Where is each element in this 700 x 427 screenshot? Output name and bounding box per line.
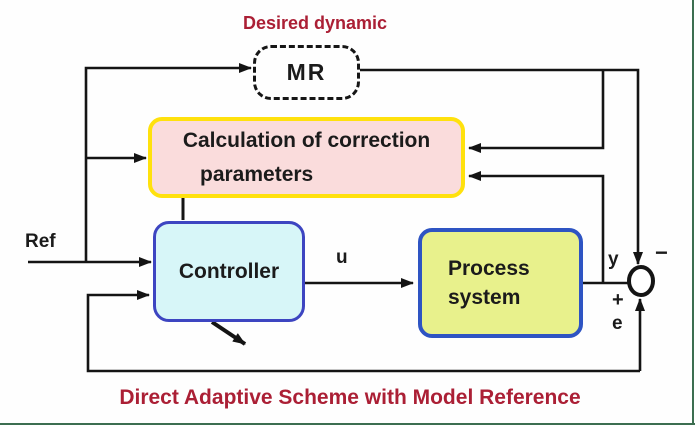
error-signal-label: e	[612, 313, 623, 334]
summing-junction	[627, 265, 655, 297]
frame-border-right	[692, 0, 694, 424]
mr-output-arrow	[360, 68, 643, 265]
y-signal-label: y	[608, 249, 619, 270]
minus-sign-label: −	[655, 240, 668, 265]
y-to-calc-arrow	[468, 171, 605, 283]
plus-sign-label: +	[612, 289, 624, 311]
u-signal-label: u	[336, 247, 348, 268]
calculation-label-line1: Calculation of correction	[182, 128, 431, 152]
mr-label: MR	[286, 59, 327, 85]
ref-signal-label: Ref	[25, 231, 56, 252]
diagram-caption: Direct Adaptive Scheme with Model Refere…	[119, 386, 581, 409]
desired-dynamic-label: Desired dynamic	[243, 13, 388, 33]
mr-block: MR	[253, 45, 360, 100]
mr-to-calc-arrow	[468, 70, 605, 153]
process-label-line2: system	[448, 286, 521, 309]
adaptation-arrow	[210, 320, 247, 346]
error-feedback-arrow	[86, 290, 640, 373]
calculation-block: Calculation of correction parameters	[148, 117, 465, 198]
calculation-label-line2: parameters	[200, 162, 314, 186]
frame-border-bottom	[0, 423, 695, 425]
controller-label: Controller	[178, 259, 280, 283]
controller-block: Controller	[153, 221, 305, 322]
process-label-line1: Process	[448, 257, 530, 280]
ref-to-mr-arrow	[84, 63, 252, 262]
process-block: Process system	[418, 228, 583, 338]
